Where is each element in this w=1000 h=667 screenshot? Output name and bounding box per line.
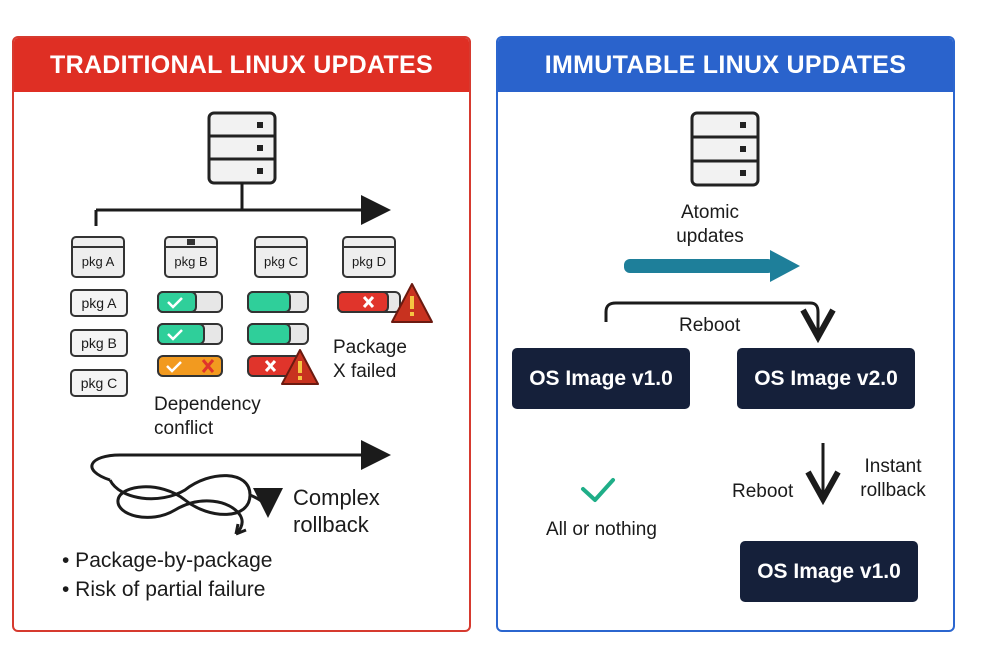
status-bar-error xyxy=(337,291,401,313)
status-bar-success xyxy=(247,291,309,313)
instant-rollback-label: Instant rollback xyxy=(860,456,926,501)
status-bar-success xyxy=(157,291,223,313)
server-icon xyxy=(207,111,277,185)
package-label: pkg C xyxy=(264,254,298,269)
package-box-icon xyxy=(342,236,396,278)
installed-package: pkg A xyxy=(70,289,128,317)
status-bar-success xyxy=(157,323,223,345)
bullet-item: • Package-by-package xyxy=(62,549,273,572)
distribution-arrow xyxy=(94,195,391,226)
package-label: pkg A xyxy=(81,254,115,269)
package-box-icon xyxy=(71,236,125,278)
bullet-list: • Package-by-package • Risk of partial f… xyxy=(62,546,272,604)
complex-rollback-arrow xyxy=(90,440,391,536)
server-icon xyxy=(690,111,760,187)
immutable-updates-title: IMMUTABLE LINUX UPDATES xyxy=(498,38,953,92)
atomic-update-arrow xyxy=(624,250,800,282)
reboot-label: Reboot xyxy=(732,481,794,502)
traditional-updates-title: TRADITIONAL LINUX UPDATES xyxy=(14,38,469,92)
status-bar-error xyxy=(247,355,301,377)
status-bar-success xyxy=(247,323,309,345)
package-label: pkg B xyxy=(174,254,208,269)
package-label: pkg D xyxy=(352,254,386,269)
os-image-rollback: OS Image v1.0 xyxy=(740,541,918,602)
warning-icon xyxy=(281,349,319,385)
installed-package: pkg C xyxy=(70,369,128,397)
reboot-arrow xyxy=(604,301,818,334)
check-icon xyxy=(581,478,615,502)
dependency-conflict-label: Dependency conflict xyxy=(154,394,261,439)
bullet-item: • Risk of partial failure xyxy=(62,578,266,601)
package-box-icon xyxy=(164,236,218,278)
all-or-nothing-label: All or nothing xyxy=(546,519,657,540)
package-box-icon xyxy=(254,236,308,278)
status-bar-warning xyxy=(157,355,223,377)
warning-icon xyxy=(391,283,433,323)
complex-rollback-label: Complex rollback xyxy=(293,485,380,537)
os-image-new: OS Image v2.0 xyxy=(737,348,915,409)
reboot-label: Reboot xyxy=(679,315,741,336)
atomic-updates-label: Atomic updates xyxy=(676,202,744,247)
package-failed-label: Package X failed xyxy=(333,337,407,382)
installed-package: pkg B xyxy=(70,329,128,357)
os-image-current: OS Image v1.0 xyxy=(512,348,690,409)
